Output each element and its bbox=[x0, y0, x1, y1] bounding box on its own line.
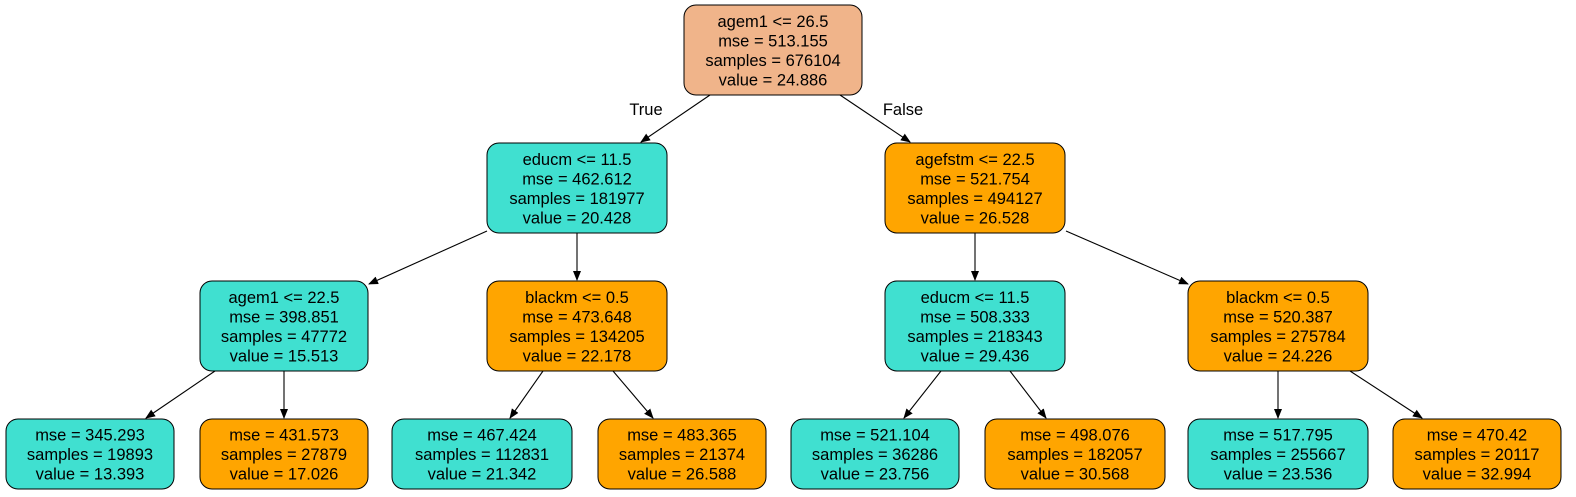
node-line: blackm <= 0.5 bbox=[525, 289, 629, 307]
node-line: samples = 676104 bbox=[705, 52, 840, 70]
node-box bbox=[486, 280, 668, 372]
node-line: value = 15.513 bbox=[230, 347, 339, 365]
node-line: mse = 345.293 bbox=[35, 427, 145, 445]
node-line: samples = 255667 bbox=[1210, 446, 1345, 464]
node-line: agefstm <= 22.5 bbox=[915, 151, 1034, 169]
node-line: samples = 47772 bbox=[221, 328, 347, 346]
node-line: mse = 498.076 bbox=[1020, 427, 1130, 445]
node-line: blackm <= 0.5 bbox=[1226, 289, 1330, 307]
node-line: samples = 218343 bbox=[907, 328, 1042, 346]
node-box bbox=[1392, 418, 1562, 490]
node-line: value = 24.226 bbox=[1224, 347, 1333, 365]
node-box bbox=[984, 418, 1166, 490]
node-line: value = 13.393 bbox=[36, 466, 145, 484]
node-line: mse = 520.387 bbox=[1223, 308, 1333, 326]
node-line: mse = 483.365 bbox=[627, 427, 737, 445]
node-line: mse = 521.104 bbox=[820, 427, 930, 445]
node-line: value = 29.436 bbox=[921, 347, 1030, 365]
node-box bbox=[1187, 280, 1369, 372]
node-line: mse = 521.754 bbox=[920, 170, 1030, 188]
node-box bbox=[391, 418, 573, 490]
edge-label-true: True bbox=[629, 101, 662, 119]
edge-n2-n6 bbox=[1065, 230, 1189, 285]
node-line: samples = 27879 bbox=[221, 446, 347, 464]
node-line: value = 23.756 bbox=[821, 466, 930, 484]
node-box bbox=[884, 142, 1066, 234]
node-box bbox=[5, 418, 175, 490]
node-line: agem1 <= 22.5 bbox=[228, 289, 339, 307]
edge-n0-n1 bbox=[640, 94, 711, 143]
edge-label-false: False bbox=[883, 101, 923, 119]
node-line: value = 23.536 bbox=[1224, 466, 1333, 484]
node-line: value = 21.342 bbox=[428, 466, 537, 484]
node-line: mse = 467.424 bbox=[427, 427, 537, 445]
node-line: value = 32.994 bbox=[1423, 466, 1532, 484]
node-line: mse = 513.155 bbox=[718, 32, 828, 50]
node-line: samples = 134205 bbox=[509, 328, 644, 346]
node-line: agem1 <= 26.5 bbox=[717, 13, 828, 31]
node-box bbox=[199, 280, 369, 372]
node-line: samples = 112831 bbox=[415, 446, 549, 464]
node-line: samples = 181977 bbox=[509, 190, 644, 208]
node-line: samples = 36286 bbox=[812, 446, 938, 464]
edge-n4-n9 bbox=[509, 370, 544, 419]
node-line: mse = 431.573 bbox=[229, 427, 339, 445]
node-line: value = 20.428 bbox=[523, 209, 632, 227]
node-box bbox=[597, 418, 767, 490]
node-line: samples = 20117 bbox=[1415, 446, 1540, 464]
node-line: mse = 473.648 bbox=[522, 308, 632, 326]
node-line: samples = 19893 bbox=[27, 446, 153, 464]
node-line: value = 26.528 bbox=[921, 209, 1030, 227]
node-line: samples = 275784 bbox=[1210, 328, 1345, 346]
node-line: value = 30.568 bbox=[1021, 466, 1130, 484]
node-line: samples = 21374 bbox=[619, 446, 745, 464]
edge-n5-n11 bbox=[903, 370, 942, 419]
node-line: educm <= 11.5 bbox=[523, 151, 632, 169]
edge-n0-n2 bbox=[839, 94, 911, 143]
edge-n3-n7 bbox=[145, 370, 216, 419]
node-line: mse = 470.42 bbox=[1427, 427, 1527, 445]
node-line: mse = 517.795 bbox=[1223, 427, 1333, 445]
node-box bbox=[486, 142, 668, 234]
node-line: value = 17.026 bbox=[230, 466, 339, 484]
node-box bbox=[199, 418, 369, 490]
node-line: educm <= 11.5 bbox=[921, 289, 1030, 307]
node-line: mse = 508.333 bbox=[920, 308, 1030, 326]
edge-n6-n14 bbox=[1349, 370, 1423, 419]
edges-layer: True False bbox=[145, 94, 1423, 419]
node-line: samples = 494127 bbox=[907, 190, 1042, 208]
node-line: value = 22.178 bbox=[523, 347, 632, 365]
node-box bbox=[1187, 418, 1369, 490]
node-line: samples = 182057 bbox=[1007, 446, 1142, 464]
node-line: value = 26.588 bbox=[628, 466, 737, 484]
node-line: mse = 398.851 bbox=[229, 308, 339, 326]
edge-n5-n12 bbox=[1009, 370, 1047, 419]
edge-n4-n10 bbox=[612, 370, 654, 419]
node-box bbox=[790, 418, 960, 490]
node-box bbox=[884, 280, 1066, 372]
edge-n1-n3 bbox=[368, 230, 488, 285]
node-line: mse = 462.612 bbox=[522, 170, 632, 188]
node-line: value = 24.886 bbox=[719, 71, 828, 89]
node-box bbox=[683, 4, 863, 96]
